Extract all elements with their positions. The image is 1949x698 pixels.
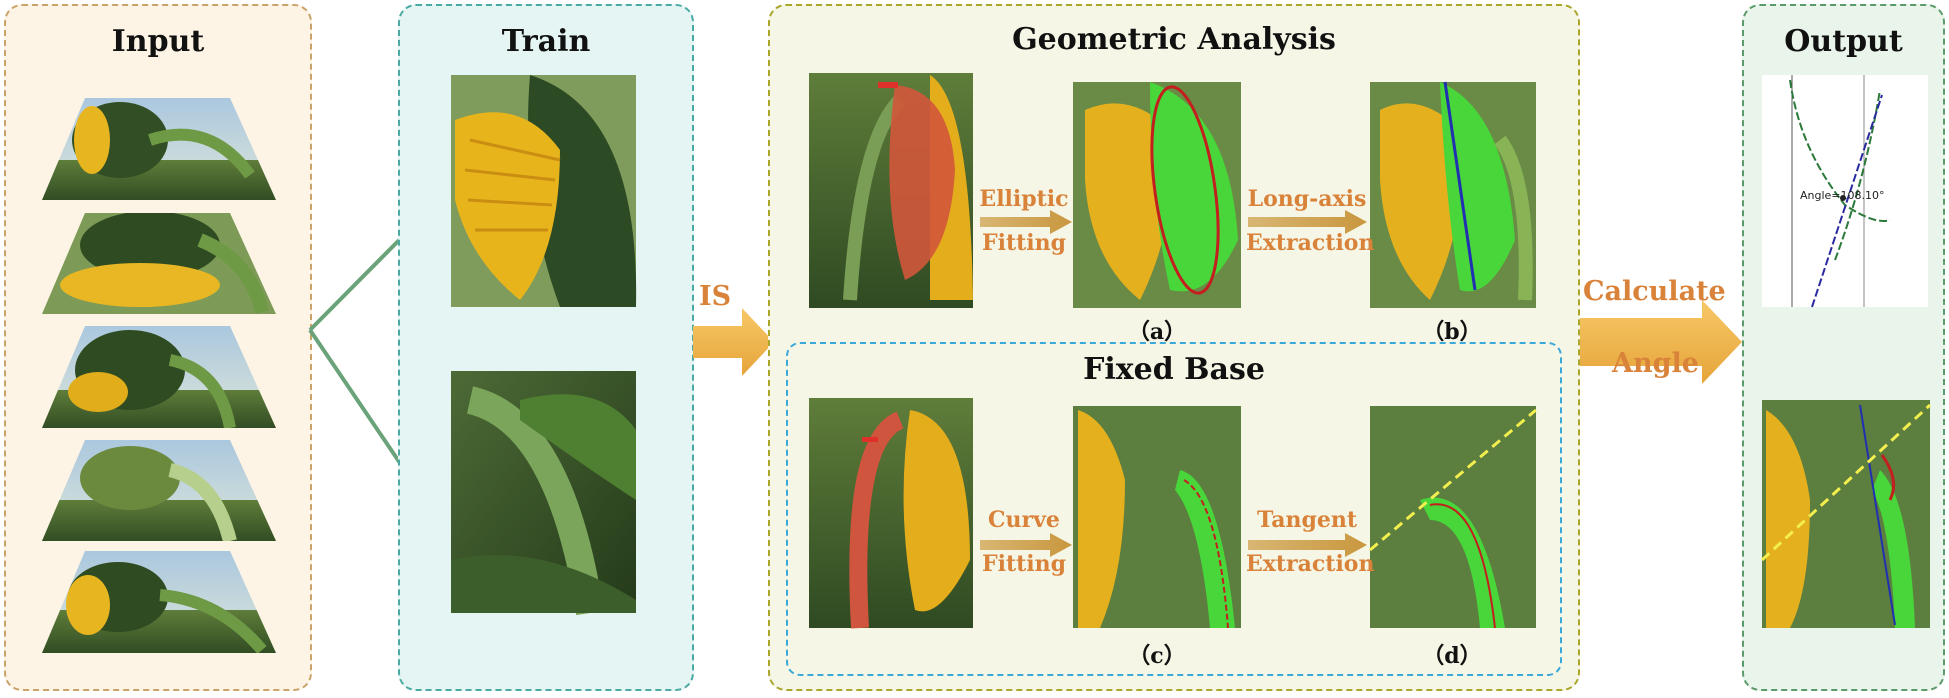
is-label: IS [699, 281, 732, 312]
elliptic-fitting-label-2: Fitting [981, 230, 1067, 256]
caption-b: （b） [1422, 319, 1482, 345]
curve-fitting-label: Curve [988, 507, 1060, 533]
caption-a: （a） [1127, 319, 1187, 345]
output-panel [1742, 4, 1945, 691]
long-axis-label: Long-axis [1247, 186, 1367, 212]
angle-label: Angle [1612, 348, 1699, 379]
elliptic-fitting-label: Elliptic [979, 186, 1069, 212]
tangent-label-2: Extraction [1246, 551, 1375, 577]
input-panel [4, 4, 312, 691]
output-angle-readout: Angle=108.10° [1800, 189, 1885, 202]
fixed-base-panel [786, 342, 1562, 676]
caption-d: （d） [1422, 643, 1482, 669]
tangent-label: Tangent [1256, 507, 1358, 533]
calculate-label: Calculate [1583, 276, 1726, 307]
caption-c: （c） [1128, 643, 1186, 669]
train-panel [398, 4, 694, 691]
geometric-analysis-title: Geometric Analysis [1012, 22, 1336, 57]
curve-fitting-label-2: Fitting [981, 551, 1067, 577]
long-axis-label-2: Extraction [1246, 230, 1375, 256]
output-title: Output [1784, 24, 1903, 59]
fixed-base-title: Fixed Base [1083, 352, 1265, 387]
input-title: Input [111, 24, 205, 59]
train-title: Train [501, 24, 591, 59]
